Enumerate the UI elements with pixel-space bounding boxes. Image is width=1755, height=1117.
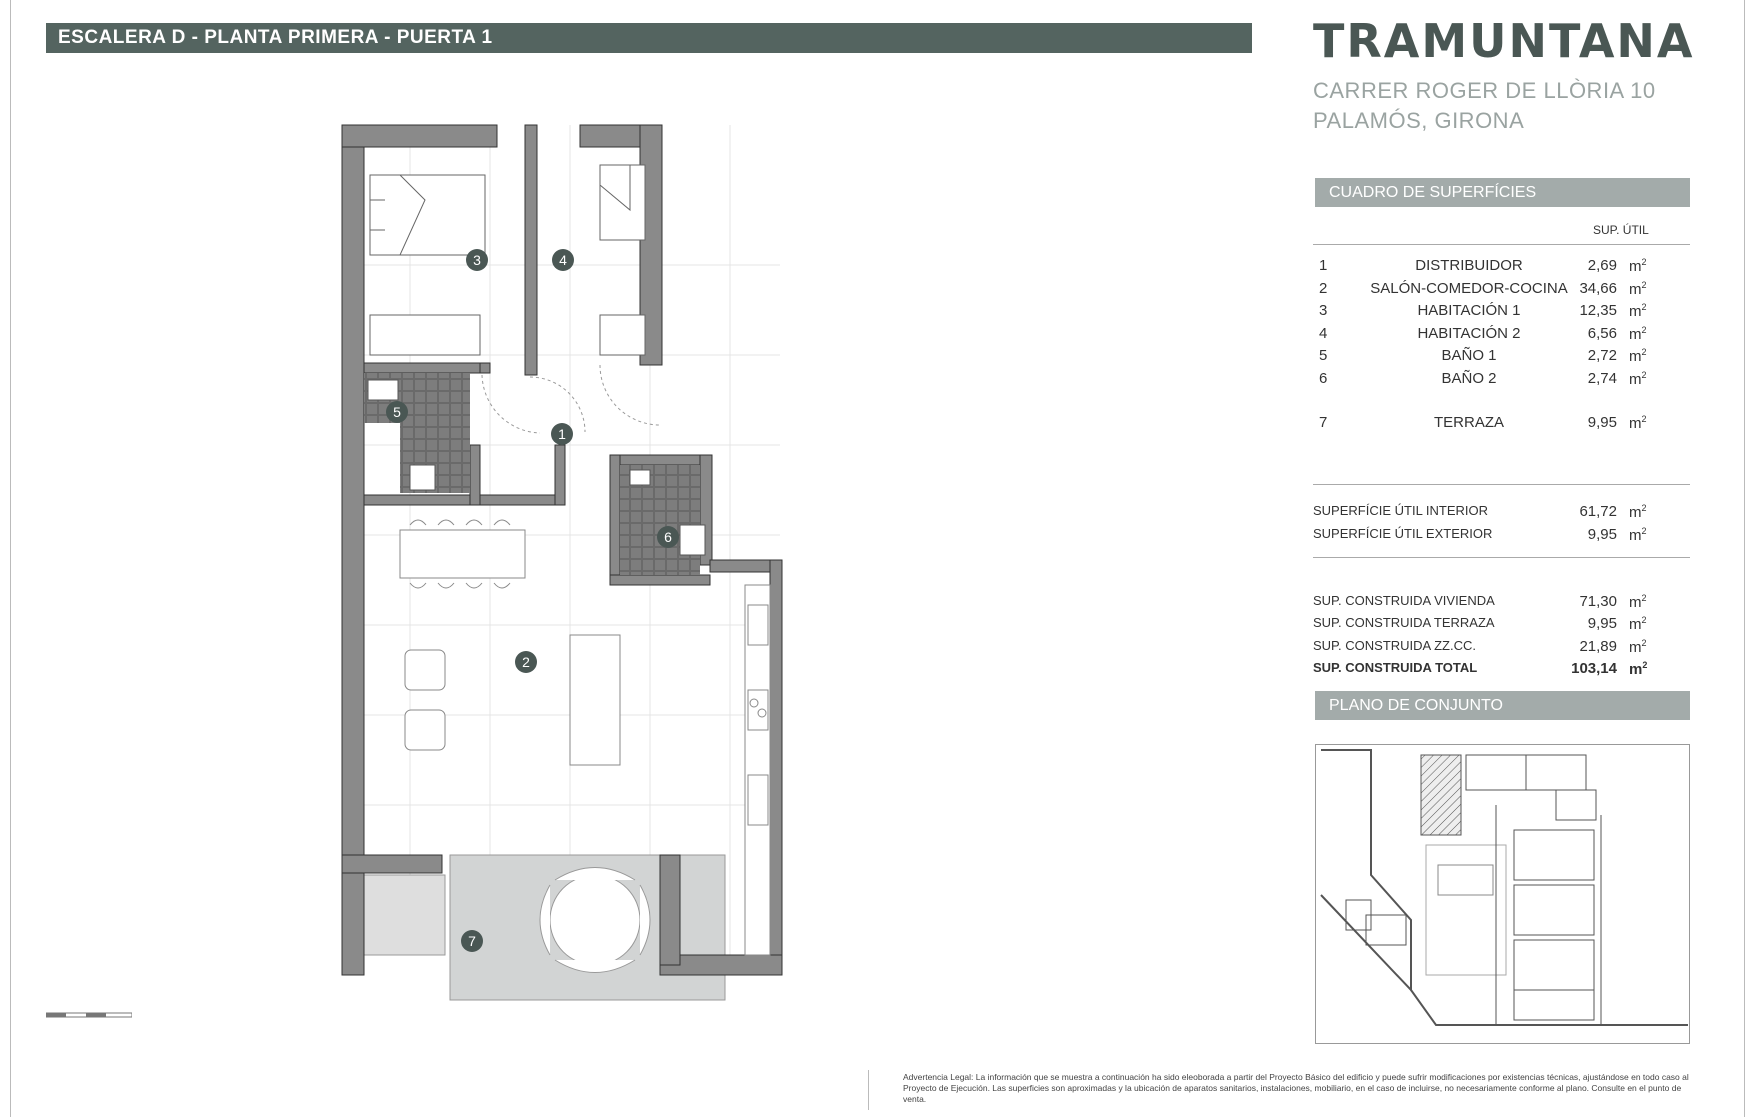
page-title: ESCALERA D - PLANTA PRIMERA - PUERTA 1 — [46, 23, 1252, 53]
room-label-1: 1 — [558, 426, 566, 442]
room-row: 2 SALÓN-COMEDOR-COCINA 34,66 m2 — [1319, 280, 1647, 298]
floor-plan-drawing: 3 4 5 1 6 2 7 — [341, 124, 783, 1001]
room-row: 6 BAÑO 2 2,74 m2 — [1319, 370, 1647, 388]
summary-row: SUPERFÍCIE ÚTIL INTERIOR 61,72 m2 — [1313, 503, 1647, 521]
site-plan-image — [1315, 744, 1690, 1044]
graphic-scale — [46, 1012, 132, 1018]
footer-divider — [868, 1070, 869, 1110]
site-plan-section-title: PLANO DE CONJUNTO — [1315, 691, 1690, 720]
table-divider — [1313, 244, 1690, 245]
frame-line-right — [1744, 0, 1745, 1117]
room-row: 4 HABITACIÓN 2 6,56 m2 — [1319, 325, 1647, 343]
room-row: 3 HABITACIÓN 1 12,35 m2 — [1319, 302, 1647, 320]
room-label-5: 5 — [393, 404, 401, 420]
table-divider — [1313, 484, 1690, 485]
address-line-2: PALAMÓS, GIRONA — [1313, 108, 1525, 133]
room-row: 1 DISTRIBUIDOR 2,69 m2 — [1319, 257, 1647, 275]
room-markers — [386, 249, 679, 952]
room-label-3: 3 — [473, 252, 481, 268]
room-label-7: 7 — [468, 933, 476, 949]
room-label-2: 2 — [522, 654, 530, 670]
summary-row: SUPERFÍCIE ÚTIL EXTERIOR 9,95 m2 — [1313, 526, 1647, 544]
column-header-sup-util: SUP. ÚTIL — [1593, 223, 1649, 237]
room-label-6: 6 — [664, 529, 672, 545]
room-row: 7 TERRAZA 9,95 m2 — [1319, 414, 1647, 432]
surfaces-section-title: CUADRO DE SUPERFÍCIES — [1315, 178, 1690, 207]
frame-line-left — [10, 0, 11, 1117]
legal-notice: Advertencia Legal: La información que se… — [903, 1072, 1689, 1104]
table-divider — [1313, 557, 1690, 558]
brand-name: TRAMUNTANA — [1313, 14, 1695, 68]
room-label-4: 4 — [559, 252, 567, 268]
site-plan-drawing — [1320, 749, 1688, 1026]
address-line-1: CARRER ROGER DE LLÒRIA 10 — [1313, 78, 1656, 103]
summary-row: SUP. CONSTRUIDA TERRAZA 9,95 m2 — [1313, 615, 1647, 633]
summary-row: SUP. CONSTRUIDA VIVIENDA 71,30 m2 — [1313, 593, 1647, 611]
summary-row-total: SUP. CONSTRUIDA TOTAL 103,14 m2 — [1313, 660, 1648, 678]
room-row: 5 BAÑO 1 2,72 m2 — [1319, 347, 1647, 365]
summary-row: SUP. CONSTRUIDA ZZ.CC. 21,89 m2 — [1313, 638, 1647, 656]
floor-plan: 3 4 5 1 6 2 7 — [330, 115, 930, 1015]
